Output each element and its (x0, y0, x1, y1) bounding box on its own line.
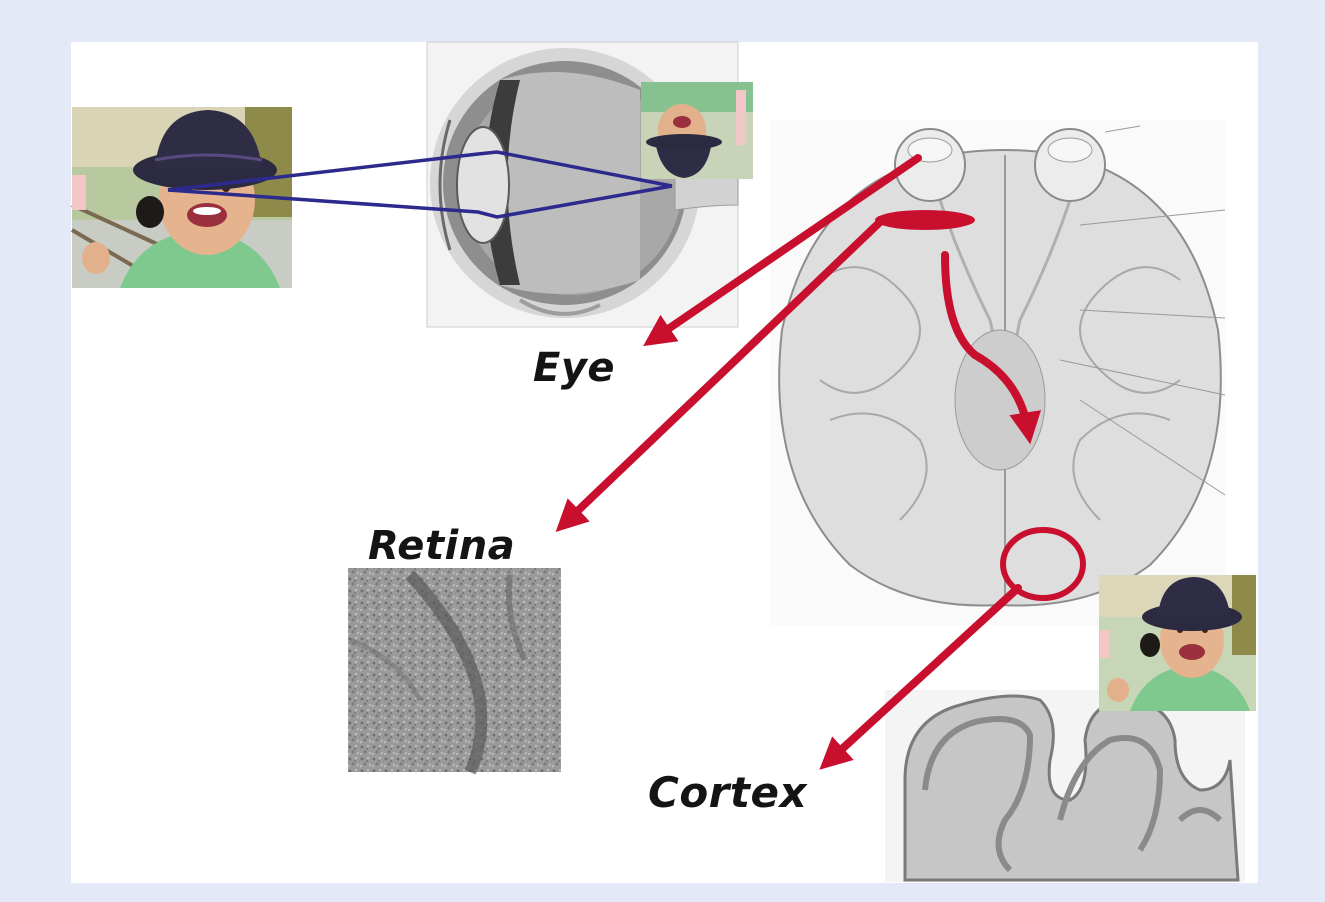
cortex-label: Cortex (648, 768, 807, 817)
inverted-retinal-image (641, 82, 753, 179)
cortex-child-photo (1099, 575, 1256, 711)
retina-micrograph (348, 568, 561, 772)
retina-label: Retina (368, 523, 515, 569)
optic-chiasm-highlight (875, 210, 975, 230)
eye-label: Eye (533, 345, 615, 391)
cortex-section (885, 690, 1245, 882)
